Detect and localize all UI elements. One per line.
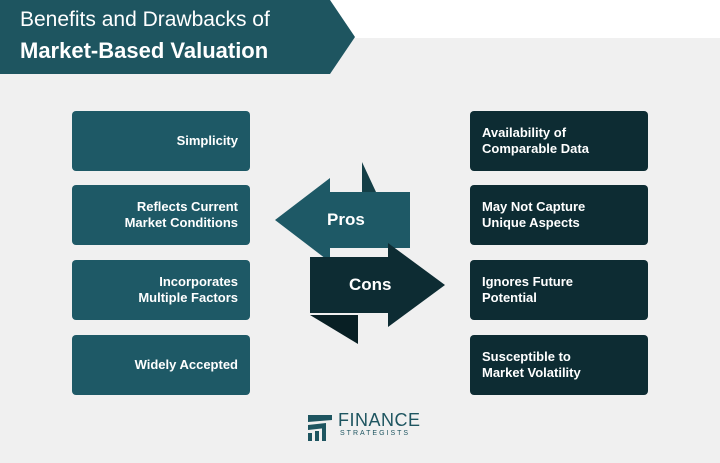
con-item-susceptible-to-market-volatility: Susceptible to Market Volatility (470, 335, 648, 395)
con-item-ignores-future-potential: Ignores Future Potential (470, 260, 648, 320)
con-item-line1: May Not Capture (482, 199, 586, 214)
con-item-line1: Ignores Future (482, 274, 574, 289)
pros-cons-arrows: Pros Cons (270, 160, 450, 346)
cons-arrow-fold (310, 315, 358, 344)
finance-strategists-logo: FINANCE STRATEGISTS (306, 410, 436, 442)
pro-item-line1: Reflects Current (136, 199, 238, 214)
con-item-may-not-capture-unique-aspects: May Not Capture Unique Aspects (470, 185, 648, 245)
con-item-availability-of-comparable-data: Availability of Comparable Data (470, 111, 648, 171)
logo-wordmark-bottom: STRATEGISTS (340, 430, 411, 437)
pro-item-simplicity: Simplicity (72, 111, 250, 171)
page-title: Market-Based Valuation (20, 38, 269, 63)
arrows-graphic (275, 162, 445, 344)
pros-arrow-shape (275, 178, 410, 262)
pro-item-line1: Simplicity (176, 133, 238, 148)
title-banner: Benefits and Drawbacks of Market-Based V… (0, 0, 355, 74)
pro-item-reflects-current-market-conditions: Reflects Current Market Conditions (72, 185, 250, 245)
pro-item-widely-accepted: Widely Accepted (72, 335, 250, 395)
con-item-line2: Potential (482, 290, 537, 305)
con-item-line2: Unique Aspects (482, 215, 580, 230)
pro-item-line2: Market Conditions (124, 215, 238, 230)
cons-label: Cons (349, 275, 392, 294)
pros-arrow-fold (362, 162, 376, 192)
pros-label: Pros (327, 210, 365, 229)
pro-item-line1: Incorporates (159, 274, 238, 289)
title-line1: Benefits and Drawbacks of (20, 8, 270, 31)
pro-item-line2: Multiple Factors (138, 290, 238, 305)
finance-strategists-logo-icon (308, 415, 332, 441)
con-item-line2: Market Volatility (482, 365, 581, 380)
pro-item-line1: Widely Accepted (134, 357, 238, 372)
con-item-line1: Availability of (482, 125, 567, 140)
pro-item-incorporates-multiple-factors: Incorporates Multiple Factors (72, 260, 250, 320)
logo-wordmark-top: FINANCE (338, 410, 421, 430)
cons-arrow-shape (310, 243, 445, 327)
con-item-line1: Susceptible to (482, 349, 571, 364)
con-item-line2: Comparable Data (482, 141, 589, 156)
